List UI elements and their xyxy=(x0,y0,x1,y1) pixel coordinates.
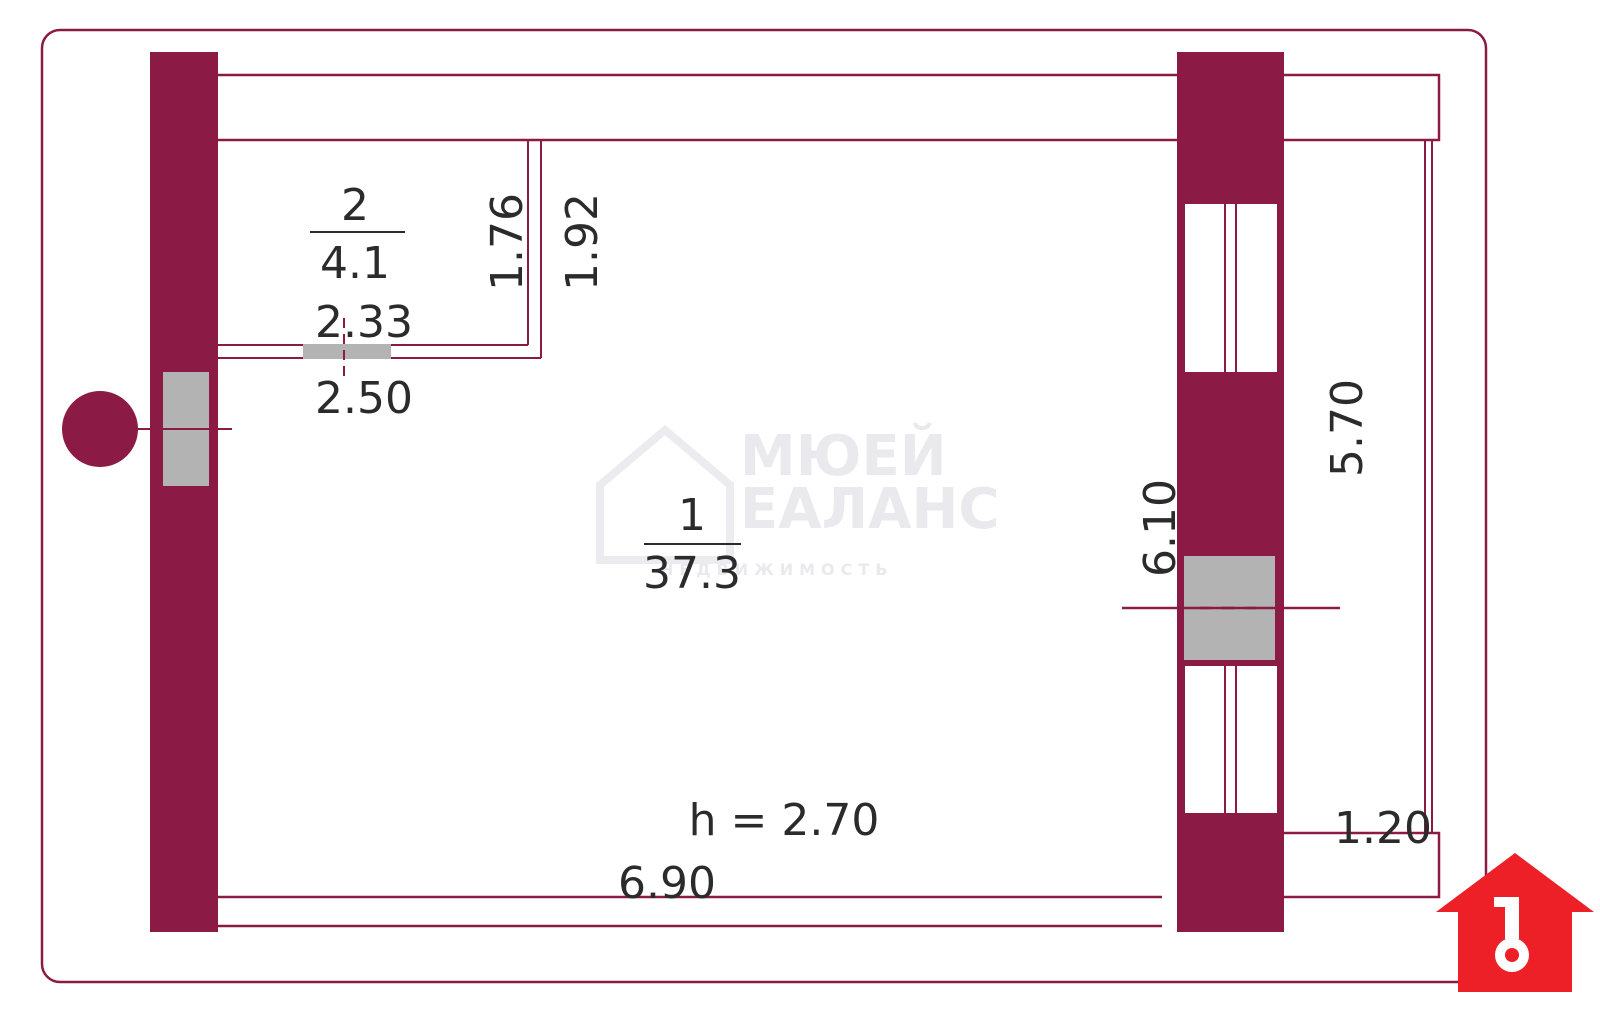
watermark-line3: НЕДВИЖИМОСТЬ xyxy=(660,560,894,579)
dim-balcony-width: 1.20 xyxy=(1334,803,1432,854)
room1-area: 37.3 xyxy=(643,548,741,599)
watermark: МЮЕЙ ЕАЛАНС НЕДВИЖИМОСТЬ xyxy=(596,423,999,579)
watermark-line2: ЕАЛАНС xyxy=(740,477,999,542)
watermark-line1: МЮЕЙ xyxy=(740,423,947,489)
dim-room2-width-outer: 2.50 xyxy=(315,373,413,424)
outer-frame xyxy=(40,28,1488,984)
dim-room2-depth-outer: 1.92 xyxy=(557,193,608,291)
entry-door-marker-icon xyxy=(62,391,138,467)
dim-main-right-inner: 5.70 xyxy=(1322,379,1373,477)
room2-number: 2 xyxy=(341,180,369,231)
watermark-house-icon xyxy=(596,424,734,564)
dim-main-right-outer: 6.10 xyxy=(1135,479,1186,577)
room2-door-opening xyxy=(303,344,391,359)
left-wall xyxy=(150,52,218,932)
dim-main-length: 6.90 xyxy=(618,858,716,909)
room2-area: 4.1 xyxy=(320,238,390,289)
window-lower xyxy=(1183,664,1279,815)
dim-room2-width-inner: 2.33 xyxy=(315,297,413,348)
dim-room2-depth-inner: 1.76 xyxy=(482,193,533,291)
room1-number: 1 xyxy=(678,490,706,541)
dim-ceiling-height: h = 2.70 xyxy=(689,795,880,846)
window-upper xyxy=(1183,202,1279,374)
house-key-logo-icon xyxy=(1436,853,1594,992)
